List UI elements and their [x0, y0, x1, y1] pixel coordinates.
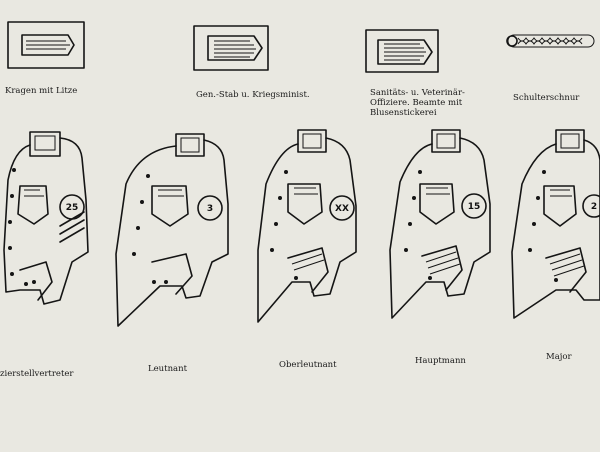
sleeve-number-1: 25 — [66, 203, 79, 213]
sleeve-number-4: 15 — [468, 202, 481, 212]
caption-kragen-mit-litze: Kragen mit Litze — [5, 86, 78, 96]
tunic-drawing-5 — [511, 129, 600, 319]
caption-tunic-5: Major — [546, 352, 572, 362]
shoulder-cord — [506, 34, 595, 48]
caption-tunic-2: Leutnant — [148, 364, 187, 374]
collar-patch-general-staff — [193, 25, 269, 71]
caption-tunic-3: Oberleutnant — [279, 360, 337, 370]
caption-general-staff: Gen.-Stab u. Kriegsminist. — [196, 90, 310, 100]
tunic-drawing-3 — [257, 129, 357, 323]
caption-tunic-1: zierstellvertreter — [0, 369, 74, 379]
collar-patch-medical — [365, 29, 439, 73]
caption-shoulder-cord: Schulterschnur — [513, 93, 580, 103]
tunic-drawing-1 — [3, 131, 89, 305]
sleeve-number-3: XX — [335, 204, 349, 214]
caption-tunic-4: Hauptmann — [415, 356, 466, 366]
sleeve-number-2: 3 — [207, 204, 213, 214]
sleeve-number-5: 2 — [591, 202, 597, 212]
tunic-drawing-2 — [115, 133, 229, 327]
collar-patch-litze — [7, 21, 85, 69]
caption-medical-officers: Sanitäts- u. Veterinär-Offiziere. Beamte… — [370, 88, 465, 118]
tunic-drawing-4 — [389, 129, 491, 319]
